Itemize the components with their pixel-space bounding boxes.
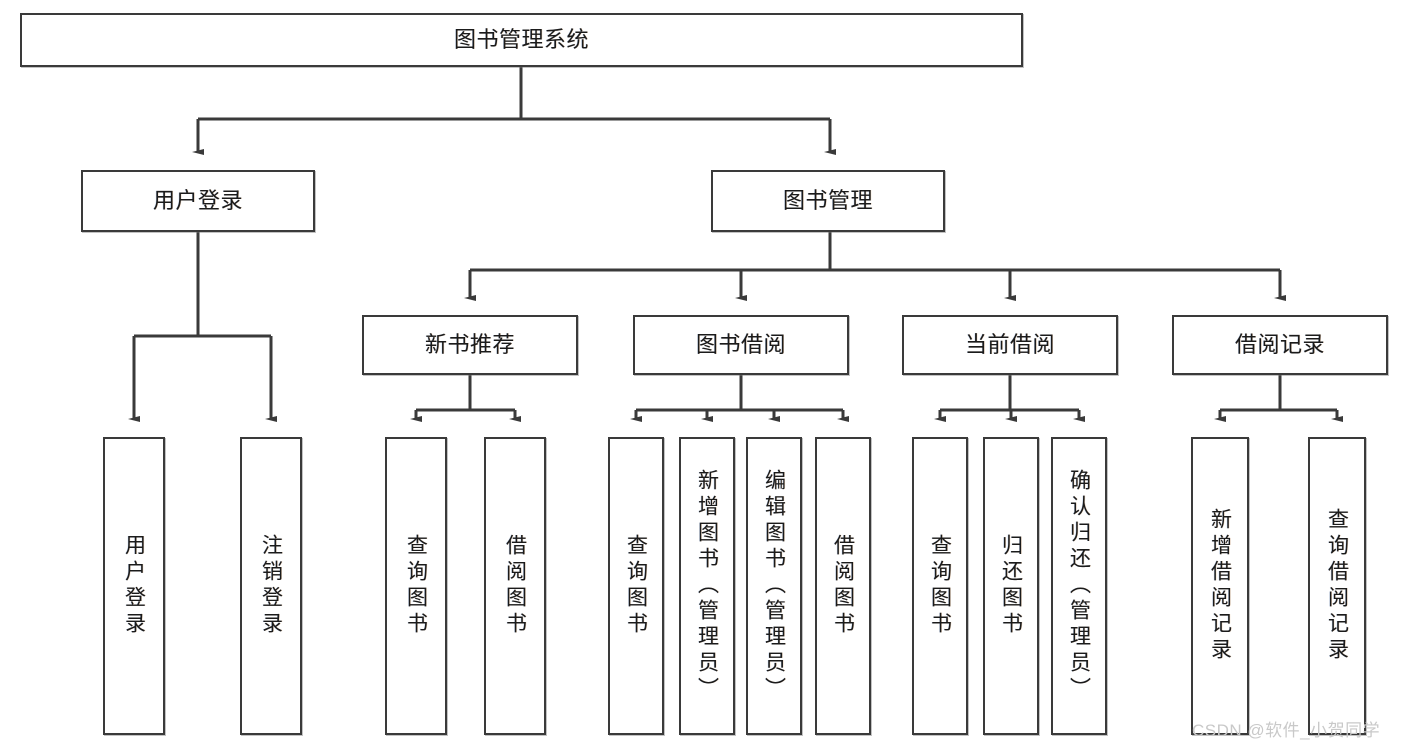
node-leaf-add-borrow-record-label: 新增借阅记录 [1208, 508, 1232, 664]
node-new-book-rec-label: 新书推荐 [424, 331, 515, 357]
node-leaf-edit-book[interactable]: 编辑图书（管理员） [746, 437, 802, 735]
node-leaf-borrow-book-rec[interactable]: 借阅图书 [484, 437, 546, 735]
node-leaf-user-login-label: 用户登录 [122, 534, 146, 638]
node-leaf-user-logout[interactable]: 注销登录 [240, 437, 302, 735]
watermark-text: CSDN @软件_小贺同学 [1192, 721, 1381, 740]
node-leaf-query-book-rec[interactable]: 查询图书 [385, 437, 447, 735]
node-current-borrow-label: 当前借阅 [964, 331, 1055, 357]
node-book-borrow-label: 图书借阅 [695, 331, 786, 357]
node-leaf-query-borrow-record-label: 查询借阅记录 [1325, 508, 1349, 664]
node-leaf-borrow-book-rec-label: 借阅图书 [503, 534, 527, 638]
node-leaf-borrow-book-bb-label: 借阅图书 [831, 534, 855, 638]
node-leaf-add-book[interactable]: 新增图书（管理员） [679, 437, 735, 735]
node-leaf-borrow-book-bb[interactable]: 借阅图书 [815, 437, 871, 735]
node-user-login-label: 用户登录 [152, 187, 243, 213]
node-leaf-query-book-bb-label: 查询图书 [624, 534, 648, 638]
node-leaf-user-logout-label: 注销登录 [259, 534, 283, 638]
node-new-book-rec[interactable]: 新书推荐 [362, 315, 578, 375]
node-current-borrow[interactable]: 当前借阅 [902, 315, 1118, 375]
node-leaf-confirm-return-label: 确认归还（管理员） [1067, 469, 1091, 703]
node-borrow-record-label: 借阅记录 [1234, 331, 1325, 357]
node-leaf-query-book-cb[interactable]: 查询图书 [912, 437, 968, 735]
node-root[interactable]: 图书管理系统 [20, 13, 1023, 67]
node-leaf-return-book-label: 归还图书 [999, 534, 1023, 638]
node-leaf-confirm-return[interactable]: 确认归还（管理员） [1051, 437, 1107, 735]
node-leaf-add-book-label: 新增图书（管理员） [695, 469, 719, 703]
node-root-label: 图书管理系统 [453, 26, 589, 52]
node-leaf-query-borrow-record[interactable]: 查询借阅记录 [1308, 437, 1366, 735]
node-leaf-edit-book-label: 编辑图书（管理员） [762, 469, 786, 703]
node-borrow-record[interactable]: 借阅记录 [1172, 315, 1388, 375]
node-leaf-user-login[interactable]: 用户登录 [103, 437, 165, 735]
node-book-manage-label: 图书管理 [782, 187, 873, 213]
node-book-borrow[interactable]: 图书借阅 [633, 315, 849, 375]
node-leaf-query-book-rec-label: 查询图书 [404, 534, 428, 638]
node-user-login[interactable]: 用户登录 [81, 170, 315, 232]
node-book-manage[interactable]: 图书管理 [711, 170, 945, 232]
node-leaf-query-book-cb-label: 查询图书 [928, 534, 952, 638]
node-leaf-add-borrow-record[interactable]: 新增借阅记录 [1191, 437, 1249, 735]
node-leaf-return-book[interactable]: 归还图书 [983, 437, 1039, 735]
node-leaf-query-book-bb[interactable]: 查询图书 [608, 437, 664, 735]
